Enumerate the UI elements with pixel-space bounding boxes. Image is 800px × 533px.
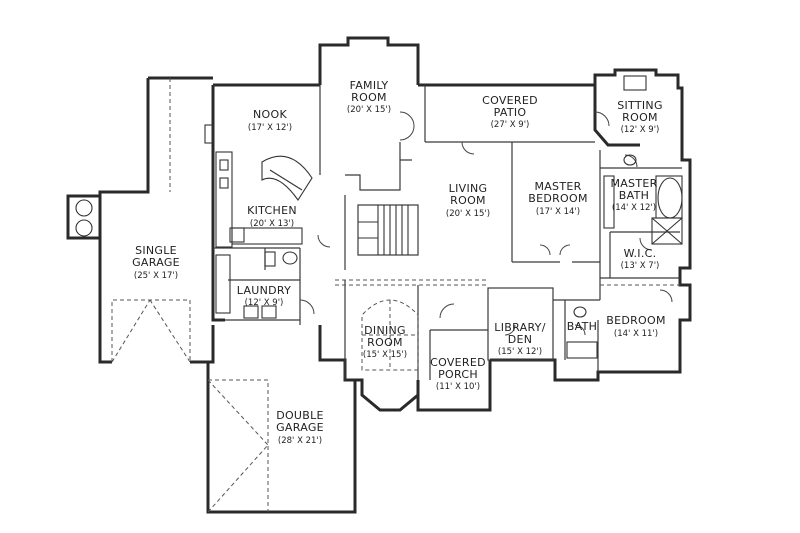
svg-text:LIVING: LIVING [449, 182, 488, 195]
bath-label: BATH [567, 320, 597, 333]
svg-text:ROOM: ROOM [622, 111, 658, 124]
bedroom-label: BEDROOM (14' X 11') [606, 314, 666, 339]
svg-text:(11' X 10'): (11' X 10') [436, 382, 480, 392]
svg-text:W.I.C.: W.I.C. [624, 247, 657, 260]
svg-text:LIBRARY/: LIBRARY/ [494, 321, 545, 334]
svg-text:PORCH: PORCH [438, 368, 478, 381]
double-garage-label: DOUBLE GARAGE (28' X 21') [276, 409, 324, 446]
svg-text:(20' X 13'): (20' X 13') [250, 219, 294, 229]
svg-text:ROOM: ROOM [367, 336, 403, 349]
svg-text:(12' X 9'): (12' X 9') [621, 125, 660, 135]
interior-walls [213, 85, 682, 380]
svg-text:KITCHEN: KITCHEN [247, 204, 297, 217]
svg-text:(13' X 7'): (13' X 7') [621, 261, 660, 271]
nook-label: NOOK (17' X 12') [248, 108, 292, 133]
room-labels: FAMILY ROOM (20' X 15') COVERED PATIO (2… [132, 79, 666, 446]
svg-text:DOUBLE: DOUBLE [276, 409, 324, 422]
svg-text:(12' X 9'): (12' X 9') [245, 298, 284, 308]
svg-text:BEDROOM: BEDROOM [606, 314, 666, 327]
svg-text:(17' X 14'): (17' X 14') [536, 207, 580, 217]
covered-porch-label: COVERED PORCH (11' X 10') [430, 356, 486, 392]
library-den-label: LIBRARY/ DEN (15' X 12') [494, 321, 545, 357]
svg-text:LAUNDRY: LAUNDRY [237, 284, 291, 297]
svg-text:MASTER: MASTER [610, 177, 657, 190]
svg-text:(20' X 15'): (20' X 15') [347, 105, 391, 115]
covered-patio-label: COVERED PATIO (27' X 9') [482, 94, 538, 130]
svg-text:(15' X 15'): (15' X 15') [363, 350, 407, 360]
single-garage-label: SINGLE GARAGE (25' X 17') [132, 244, 180, 281]
sitting-room-label: SITTING ROOM (12' X 9') [617, 99, 663, 135]
living-room-label: LIVING ROOM (20' X 15') [446, 182, 490, 219]
exterior-walls [66, 36, 692, 514]
svg-text:ROOM: ROOM [450, 194, 486, 207]
svg-text:COVERED: COVERED [482, 94, 538, 107]
svg-text:ROOM: ROOM [351, 91, 387, 104]
master-bath-label: MASTER BATH (14' X 12') [610, 177, 657, 213]
svg-text:BEDROOM: BEDROOM [528, 192, 588, 205]
svg-text:DEN: DEN [508, 333, 533, 346]
master-bedroom-label: MASTER BEDROOM (17' X 14') [528, 180, 588, 217]
svg-text:BATH: BATH [619, 189, 649, 202]
svg-text:(25' X 17'): (25' X 17') [134, 271, 178, 281]
dashed-lines [111, 78, 680, 513]
svg-text:DINING: DINING [364, 324, 406, 337]
svg-text:BATH: BATH [567, 320, 597, 333]
svg-text:SITTING: SITTING [617, 99, 663, 112]
svg-text:NOOK: NOOK [253, 108, 287, 121]
svg-text:MASTER: MASTER [534, 180, 581, 193]
svg-text:(27' X 9'): (27' X 9') [491, 120, 530, 130]
svg-text:(17' X 12'): (17' X 12') [248, 123, 292, 133]
fixtures [75, 75, 683, 359]
svg-text:GARAGE: GARAGE [132, 256, 180, 269]
svg-text:(20' X 15'): (20' X 15') [446, 209, 490, 219]
kitchen-label: KITCHEN (20' X 13') [247, 204, 297, 229]
svg-text:(28' X 21'): (28' X 21') [278, 436, 322, 446]
svg-text:(14' X 12'): (14' X 12') [612, 203, 656, 213]
svg-text:SINGLE: SINGLE [135, 244, 177, 257]
svg-text:PATIO: PATIO [494, 106, 527, 119]
wic-label: W.I.C. (13' X 7') [621, 247, 660, 271]
svg-text:(14' X 11'): (14' X 11') [614, 329, 658, 339]
svg-text:FAMILY: FAMILY [350, 79, 389, 92]
laundry-label: LAUNDRY (12' X 9') [237, 284, 291, 308]
family-room-label: FAMILY ROOM (20' X 15') [347, 79, 391, 115]
doors [299, 111, 673, 336]
dining-room-label: DINING ROOM (15' X 15') [363, 324, 407, 360]
svg-text:COVERED: COVERED [430, 356, 486, 369]
svg-text:(15' X 12'): (15' X 12') [498, 347, 542, 357]
svg-text:GARAGE: GARAGE [276, 421, 324, 434]
